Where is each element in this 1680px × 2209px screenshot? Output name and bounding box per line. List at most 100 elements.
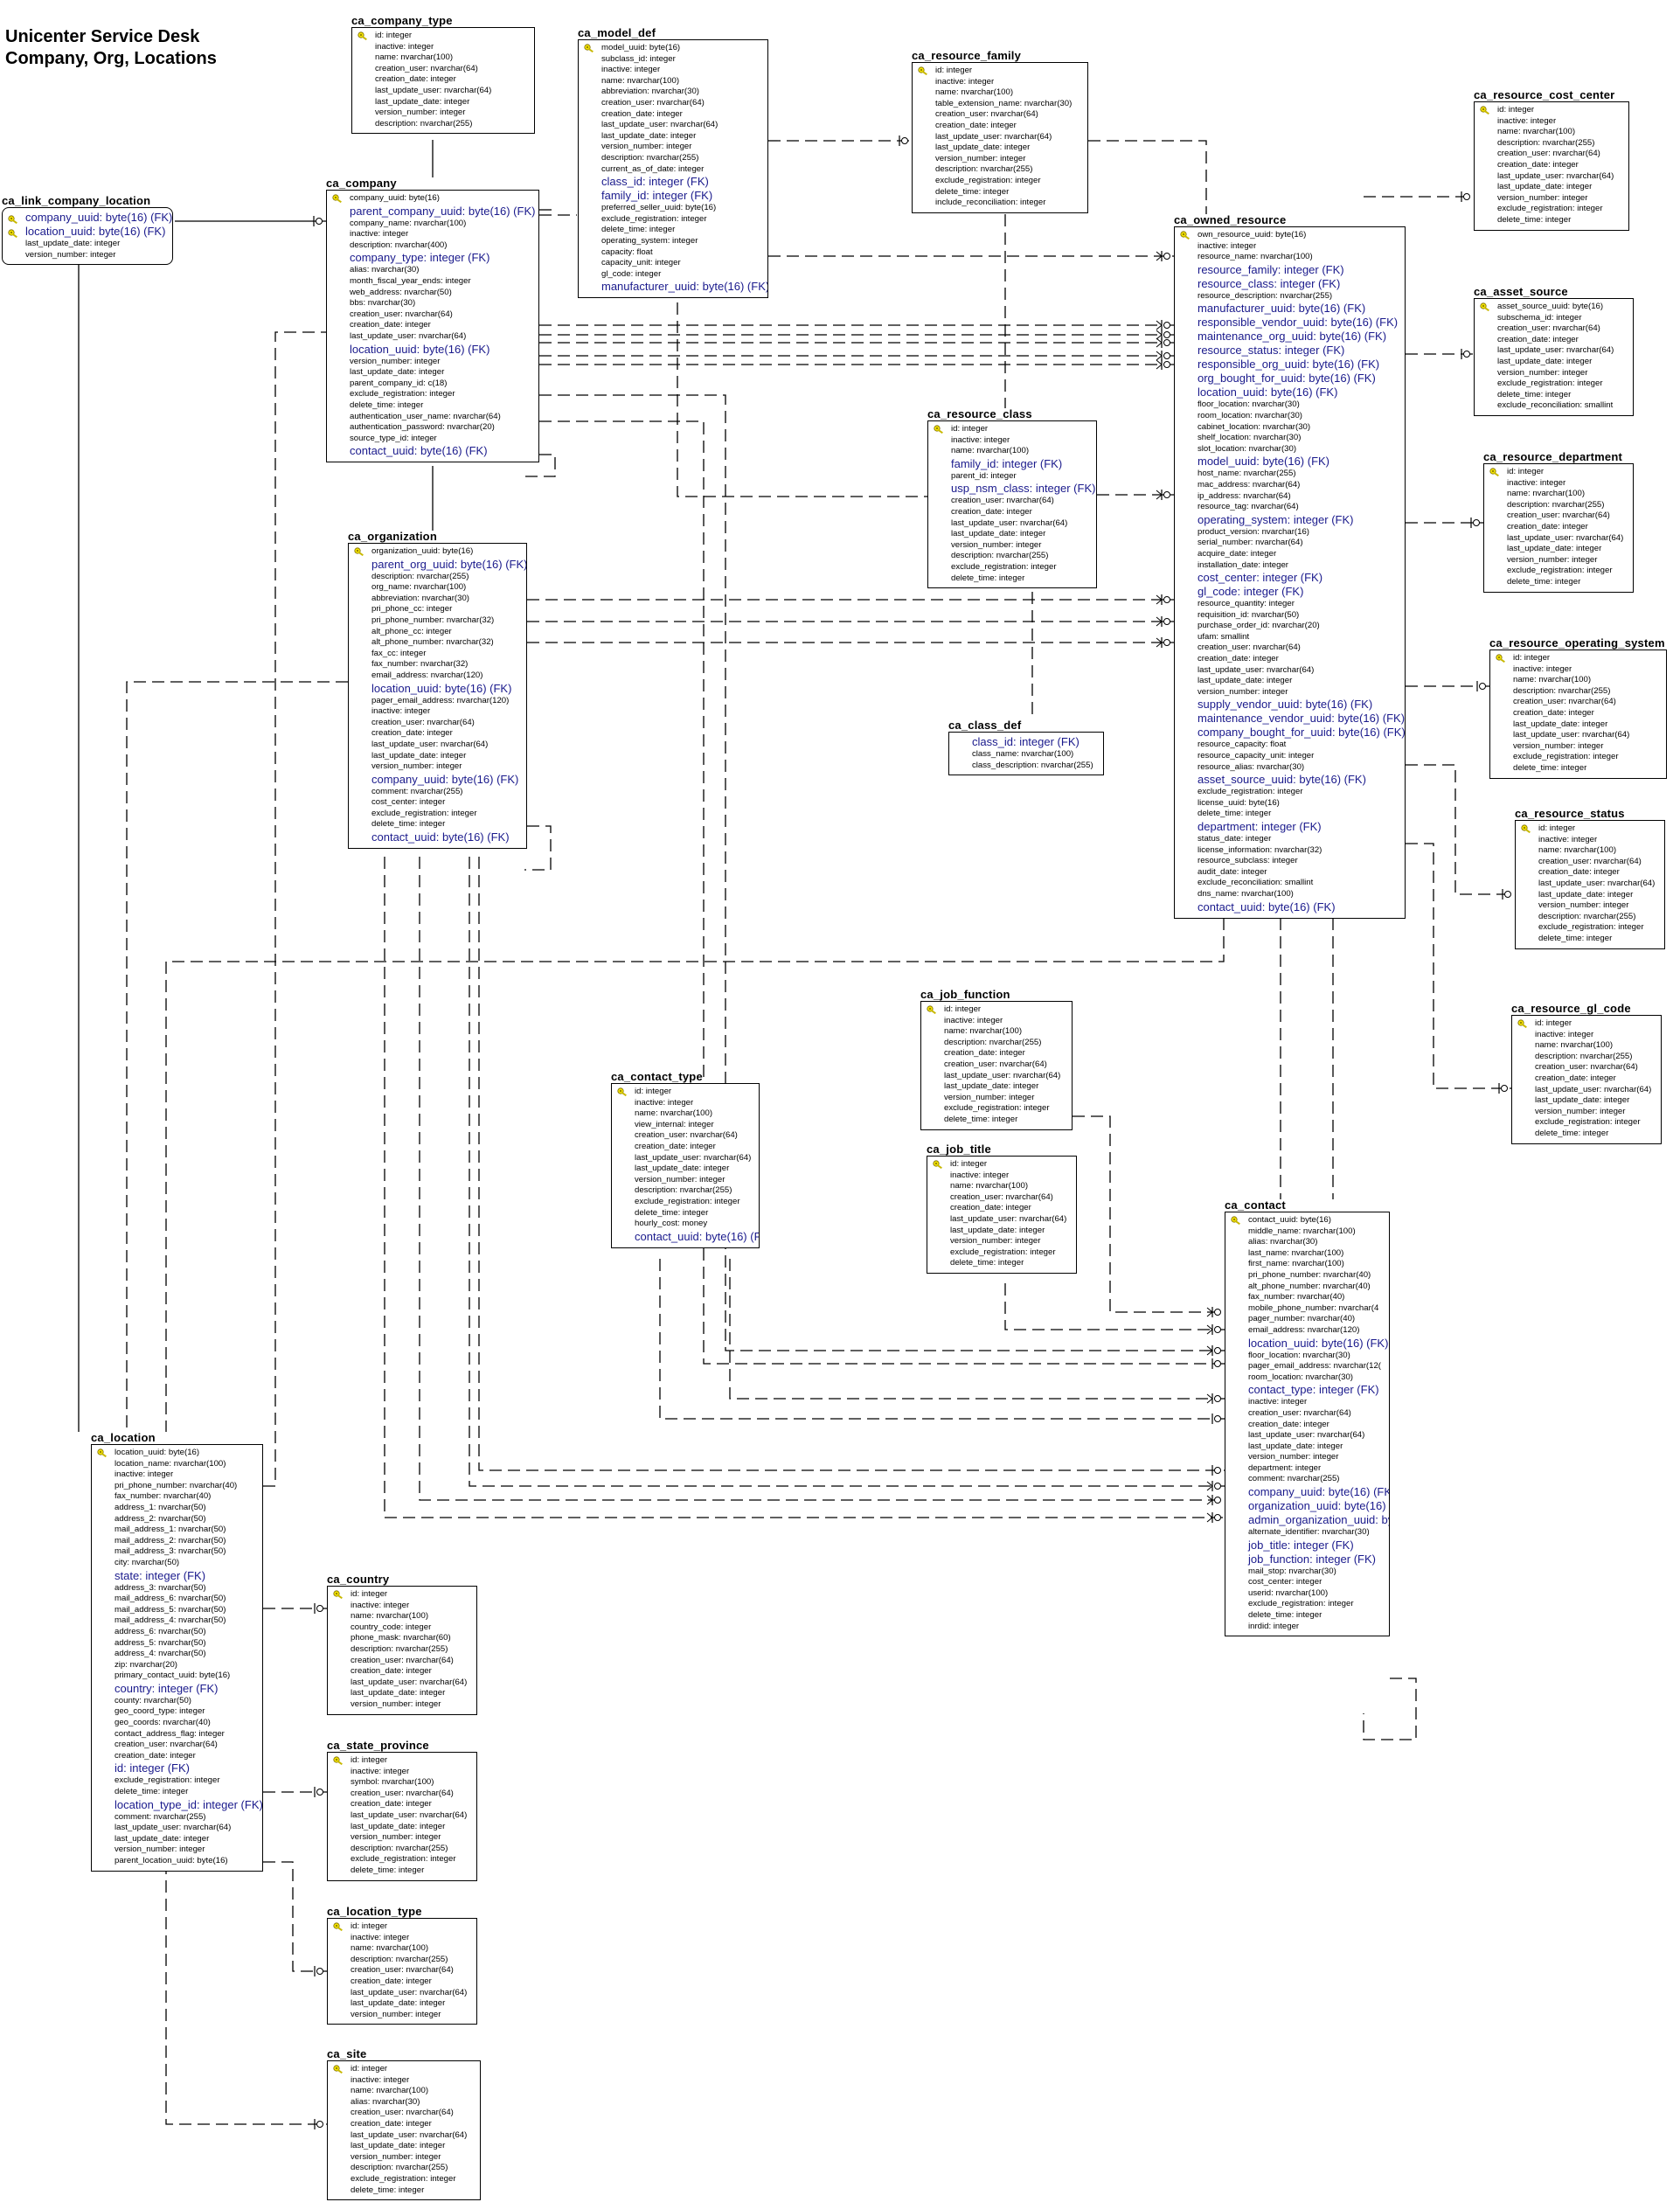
attribute: description: nvarchar(255) bbox=[356, 119, 531, 130]
attribute: version_number: integer bbox=[330, 357, 535, 368]
attribute: creation_user: nvarchar(64) bbox=[582, 98, 764, 109]
attribute-text: exclude_registration: integer bbox=[1248, 1599, 1354, 1609]
entity-name: ca_location bbox=[91, 1431, 156, 1444]
attribute: county: nvarchar(50) bbox=[95, 1696, 259, 1707]
attribute: resource_alias: nvarchar(30) bbox=[1178, 762, 1401, 774]
attribute: creation_user: nvarchar(64) bbox=[331, 1965, 473, 1976]
attribute: mail_address_4: nvarchar(50) bbox=[95, 1615, 259, 1627]
attribute: pri_phone_cc: integer bbox=[352, 604, 523, 615]
attribute: name: nvarchar(100) bbox=[331, 1943, 473, 1955]
attribute: name: nvarchar(100) bbox=[1478, 127, 1625, 138]
attribute: fax_number: nvarchar(32) bbox=[352, 659, 523, 670]
attribute-text: creation_date: integer bbox=[1535, 1073, 1616, 1083]
one-cardinality-marker bbox=[1476, 681, 1486, 691]
many-cardinality-marker bbox=[1156, 490, 1170, 500]
attribute: delete_time: integer bbox=[1488, 577, 1629, 588]
attribute-text: description: nvarchar(255) bbox=[351, 1843, 448, 1853]
attribute-text: version_number: integer bbox=[351, 2151, 441, 2162]
attribute: address_1: nvarchar(50) bbox=[95, 1503, 259, 1514]
attribute-text: last_update_user: nvarchar(64) bbox=[1535, 1084, 1652, 1094]
attribute-text: creation_user: nvarchar(64) bbox=[115, 1740, 218, 1750]
one-cardinality-marker bbox=[1502, 889, 1511, 900]
attribute-text: cost_center: integer bbox=[371, 797, 446, 808]
key-icon bbox=[918, 66, 929, 76]
attribute: version_number: integer bbox=[931, 1236, 1073, 1247]
foreign-key-attribute: location_uuid: byte(16) (FK) bbox=[1229, 1337, 1388, 1351]
relationship-line bbox=[524, 825, 552, 871]
foreign-key-attribute: location_uuid: byte(16) (FK) bbox=[6, 225, 169, 239]
primary-key-attribute: id: integer bbox=[1478, 105, 1625, 116]
attribute: version_number: integer bbox=[1178, 687, 1401, 698]
attribute-text: description: nvarchar(255) bbox=[1538, 911, 1636, 921]
attribute: resource_capacity_unit: integer bbox=[1178, 751, 1401, 762]
attribute-text: authentication_user_name: nvarchar(64) bbox=[350, 411, 501, 421]
foreign-key-attribute: contact_type: integer (FK) bbox=[1229, 1383, 1385, 1397]
entity-name: ca_resource_family bbox=[912, 49, 1022, 62]
attribute: zip: nvarchar(20) bbox=[95, 1660, 259, 1671]
attribute-text: name: nvarchar(100) bbox=[935, 87, 1014, 98]
attribute-text: pri_phone_number: nvarchar(40) bbox=[1248, 1269, 1371, 1280]
attribute-text: last_update_date: integer bbox=[115, 1833, 210, 1844]
attribute-text: last_update_user: nvarchar(64) bbox=[635, 1152, 752, 1163]
entity-name: ca_state_province bbox=[327, 1739, 429, 1752]
attribute-text: description: nvarchar(400) bbox=[350, 240, 448, 250]
attribute-text: requisition_id: nvarchar(50) bbox=[1198, 609, 1300, 620]
attribute: description: nvarchar(255) bbox=[1478, 138, 1625, 149]
attribute-text: inactive: integer bbox=[935, 76, 995, 87]
attribute-text: inactive: integer bbox=[1538, 834, 1598, 844]
attribute: cabinet_location: nvarchar(30) bbox=[1178, 422, 1401, 434]
attribute-text: id: integer bbox=[1507, 467, 1545, 476]
attribute: version_number: integer bbox=[1229, 1452, 1385, 1463]
attribute-text: last_update_user: nvarchar(64) bbox=[1513, 730, 1630, 740]
attribute: name: nvarchar(100) bbox=[331, 1611, 473, 1622]
attribute: alt_phone_number: nvarchar(40) bbox=[1229, 1282, 1385, 1293]
foreign-key-attribute: class_id: integer (FK) bbox=[582, 175, 764, 189]
attribute: last_update_date: integer bbox=[331, 1998, 473, 2010]
attribute-text: last_update_user: nvarchar(64) bbox=[601, 120, 719, 130]
attribute-text: description: nvarchar(255) bbox=[601, 152, 699, 163]
attribute-text: version_number: integer bbox=[950, 1236, 1041, 1247]
key-icon bbox=[617, 1087, 628, 1097]
attribute-text: exclude_registration: integer bbox=[1497, 204, 1603, 214]
entity-name: ca_job_function bbox=[920, 988, 1010, 1001]
primary-key-attribute: id: integer bbox=[931, 1159, 1073, 1170]
attribute-text: audit_date: integer bbox=[1198, 866, 1267, 877]
attribute-text: month_fiscal_year_ends: integer bbox=[350, 275, 471, 286]
attribute-text: exclude_registration: integer bbox=[371, 808, 477, 818]
attribute-text: version_number: integer bbox=[1513, 740, 1604, 751]
attribute-text: contact_uuid: byte(16) (FK) bbox=[350, 444, 488, 458]
attribute: creation_date: integer bbox=[1178, 654, 1401, 665]
attribute-text: id: integer bbox=[351, 2064, 388, 2074]
attribute: pager_number: nvarchar(40) bbox=[1229, 1314, 1385, 1325]
attribute: alt_phone_cc: integer bbox=[352, 627, 523, 638]
attribute-text: last_update_date: integer bbox=[371, 750, 467, 761]
attribute-text: contact_uuid: byte(16) (FK) bbox=[371, 830, 510, 844]
many-cardinality-marker bbox=[1206, 1481, 1221, 1491]
attribute-text: zip: nvarchar(20) bbox=[115, 1659, 177, 1670]
